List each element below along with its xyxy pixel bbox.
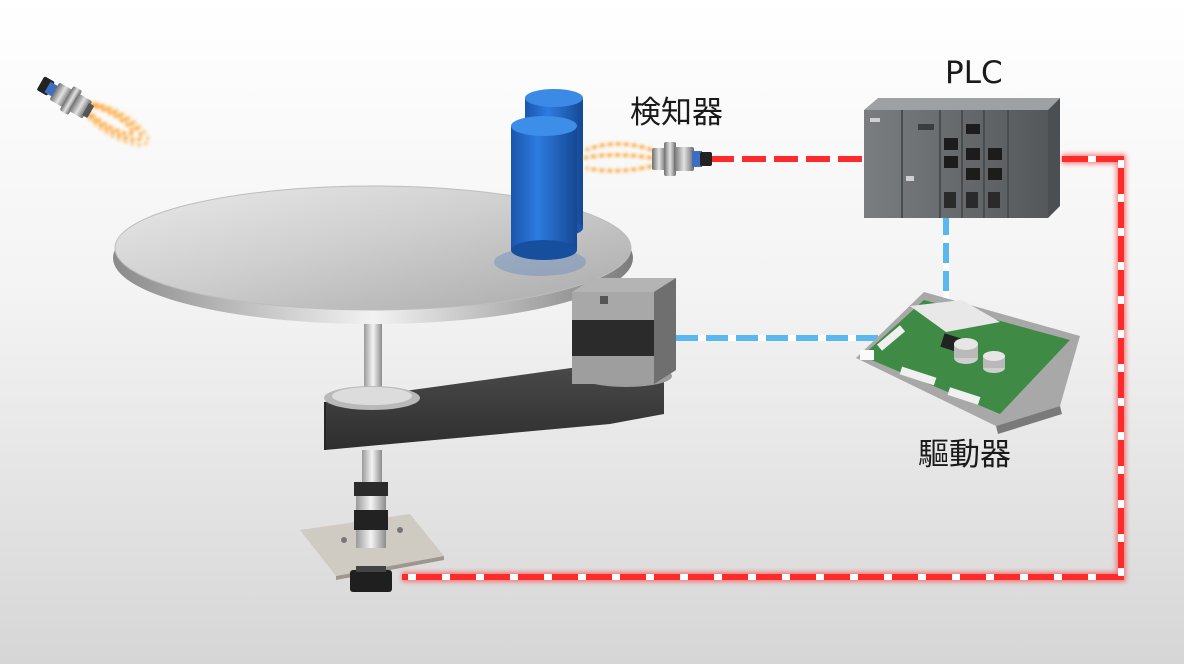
driver-board <box>856 292 1080 434</box>
sensor-label: 検知器 <box>630 95 723 131</box>
turntable <box>113 185 633 410</box>
driver-label: 驅動器 <box>918 437 1011 473</box>
detector-sensor-icon <box>583 142 712 176</box>
stepper-motor <box>572 278 676 384</box>
product-cylinders <box>511 89 583 260</box>
standby-sensor-icon <box>37 76 150 147</box>
encoder-shaft <box>350 450 392 592</box>
plc-module <box>864 98 1060 218</box>
plc-label: PLC <box>945 55 1003 91</box>
signal-line-plc-to-motor-encoder <box>402 154 1126 582</box>
